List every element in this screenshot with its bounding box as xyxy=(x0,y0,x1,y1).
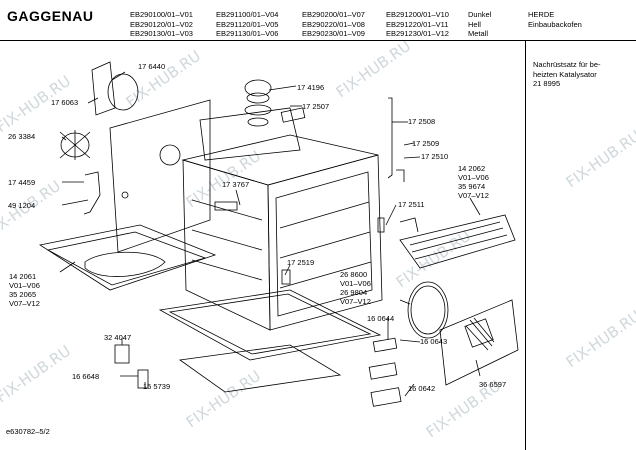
part-number: 17 2509 xyxy=(412,139,440,148)
lamp-cover xyxy=(244,79,272,97)
bottom-plate xyxy=(38,224,217,291)
part-number: 17 2508 xyxy=(408,117,436,126)
part-number: 16 0643 xyxy=(420,337,448,346)
part-number: 14 2061 xyxy=(9,272,37,281)
color-variant: Hell xyxy=(468,19,481,29)
part-number: 49 1204 xyxy=(8,201,36,210)
model-number: EB290130/01–V03 xyxy=(130,29,193,38)
model-number: EB291120/01–V05 xyxy=(216,19,279,29)
color-variant: Metall xyxy=(468,29,489,38)
muffle-fastener xyxy=(214,201,238,211)
sidebar-divider xyxy=(525,40,526,450)
back-panel xyxy=(109,99,211,253)
category-title: HERDE xyxy=(528,10,555,19)
lamp-holder xyxy=(368,362,398,380)
lamp-seal xyxy=(370,387,402,407)
part-variant: V07–V12 xyxy=(458,191,489,200)
part-number: 14 2062 xyxy=(458,164,486,173)
clip-part xyxy=(114,344,130,364)
model-number: EB291220/01–V11 xyxy=(386,19,449,29)
model-number: EB291130/01–V06 xyxy=(216,29,279,38)
category-subtitle: Einbaubackofen xyxy=(528,19,582,29)
retrofit-note: Nachrüstsatz für be- heizten Katalysator… xyxy=(533,60,601,89)
part-variant: V01–V06 xyxy=(9,281,40,290)
part-number: 35 2065 xyxy=(9,290,37,299)
note-line: 21 8995 xyxy=(533,79,561,88)
part-number: 17 4196 xyxy=(297,83,325,92)
part-number: 16 0642 xyxy=(408,384,436,393)
part-number: 36 6597 xyxy=(479,380,507,389)
foot-part xyxy=(137,369,149,389)
oven-muffle-front xyxy=(267,154,383,331)
part-number: 17 2510 xyxy=(421,152,449,161)
part-number: 26 9804 xyxy=(340,288,368,297)
category-block: HERDE Einbaubackofen xyxy=(528,10,582,29)
mounting-bracket xyxy=(91,61,116,116)
cover-cap xyxy=(280,107,306,123)
model-column-3: EB290200/01–V07 EB290220/01–V08 EB290230… xyxy=(302,10,365,39)
part-number: 35 9674 xyxy=(458,182,486,191)
part-number: 17 2511 xyxy=(398,200,425,209)
fan-guard xyxy=(439,299,519,386)
support-rod xyxy=(387,97,393,179)
temperature-sensor xyxy=(83,171,101,215)
part-number: 26 8600 xyxy=(340,270,368,279)
model-number: EB291100/01–V04 xyxy=(216,10,279,19)
brand-logo: GAGGENAU xyxy=(7,8,94,24)
part-number: 17 3767 xyxy=(222,180,250,189)
part-number: 17 6063 xyxy=(51,98,79,107)
note-line: Nachrüstsatz für be- xyxy=(533,60,601,69)
lamp-glass xyxy=(372,337,398,353)
part-variant: V01–V06 xyxy=(458,173,489,182)
model-number: EB290230/01–V09 xyxy=(302,29,365,38)
model-number: EB290220/01–V08 xyxy=(302,19,365,29)
ring-heating-element xyxy=(407,281,449,339)
mounting-bracket xyxy=(377,217,385,233)
model-column-1: EB290100/01–V01 EB290120/01–V02 EB290130… xyxy=(130,10,193,39)
bottom-tray xyxy=(158,289,382,361)
model-column-2: EB291100/01–V04 EB291120/01–V05 EB291130… xyxy=(216,10,278,39)
grill-heating-element xyxy=(399,214,516,269)
part-number: 16 0644 xyxy=(367,314,395,323)
part-number: 15 5739 xyxy=(143,382,171,391)
part-number: 17 6440 xyxy=(138,62,166,71)
part-variant: V01–V06 xyxy=(340,279,371,288)
model-number: EB291200/01–V10 xyxy=(386,10,449,19)
model-number: EB290120/01–V02 xyxy=(130,19,193,29)
part-variant: V07–V12 xyxy=(9,299,40,308)
header-divider xyxy=(0,40,636,41)
model-number: EB290200/01–V07 xyxy=(302,10,365,19)
model-number: EB290100/01–V01 xyxy=(130,10,193,19)
bottom-heating-element xyxy=(84,251,166,277)
part-number: 26 3384 xyxy=(8,132,36,141)
part-number: 16 6648 xyxy=(72,372,100,381)
note-line: heizten Katalysator xyxy=(533,69,597,79)
part-number: 17 2519 xyxy=(287,258,315,267)
part-number: 32 4047 xyxy=(104,333,132,342)
color-variant: Dunkel xyxy=(468,10,492,19)
model-number: EB291230/01–V12 xyxy=(386,29,449,38)
part-number: 17 2507 xyxy=(302,102,330,111)
drawing-id: e630782–5/2 xyxy=(6,427,50,436)
part-variant: V07–V12 xyxy=(340,297,371,306)
color-variants: Dunkel Hell Metall xyxy=(468,10,491,39)
part-number: 17 4459 xyxy=(8,178,36,187)
model-column-4: EB291200/01–V10 EB291220/01–V11 EB291230… xyxy=(386,10,449,39)
